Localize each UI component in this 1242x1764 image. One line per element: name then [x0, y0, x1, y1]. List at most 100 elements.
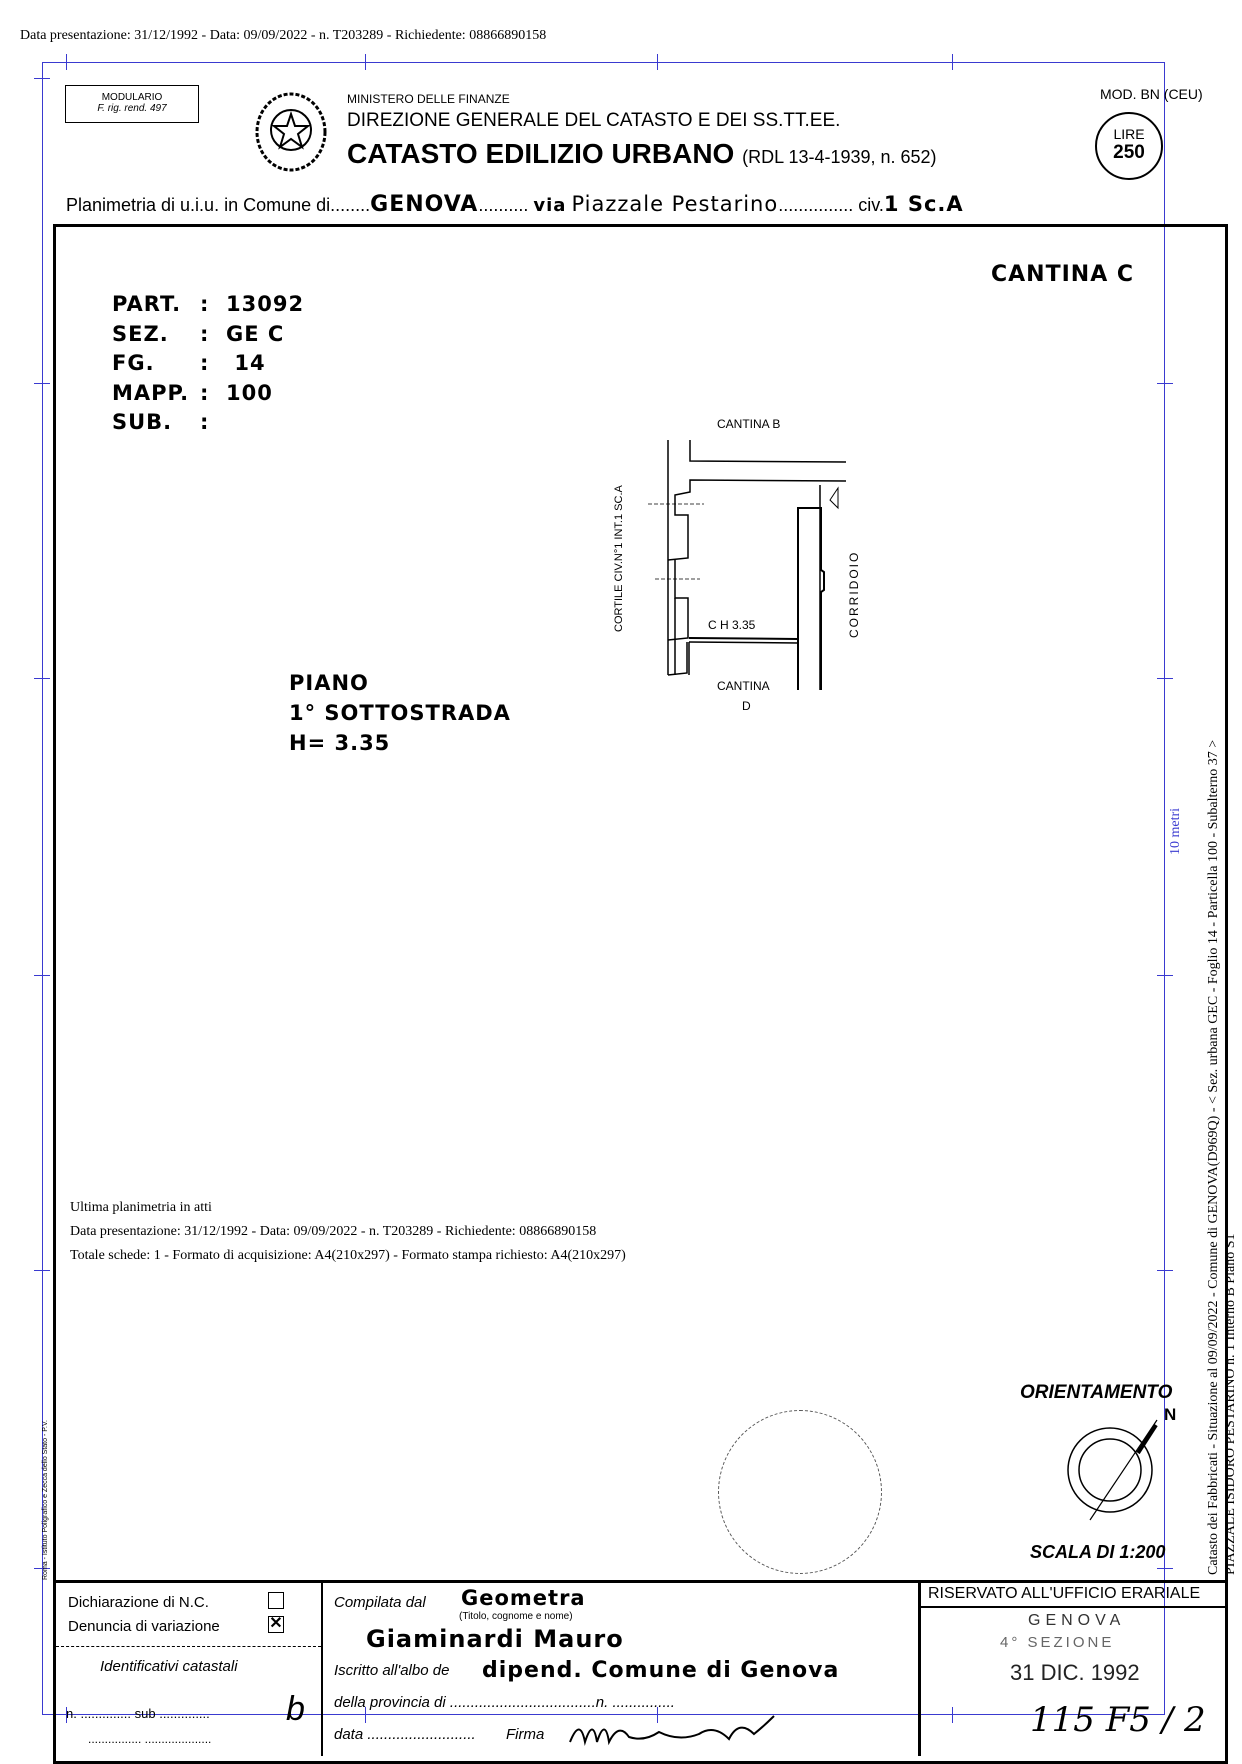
modulario-label: MODULARIO [101, 92, 163, 103]
data-field[interactable]: data .......................... [334, 1726, 476, 1743]
compilata-label: Compilata dal [334, 1594, 426, 1611]
firma-label: Firma [506, 1726, 545, 1743]
id-label: PART. [112, 292, 182, 316]
compass-icon [1067, 1419, 1158, 1521]
direction: DIREZIONE GENERALE DEL CATASTO E DEI SS.… [347, 110, 841, 131]
modulario-box: MODULARIO F. rig. rend. 497 [65, 85, 199, 123]
dots: ................ .................... [88, 1732, 212, 1746]
nc-checkbox[interactable] [268, 1592, 284, 1609]
id-row: SUB.: [112, 408, 304, 438]
frame-tick [34, 678, 50, 679]
floor-plan: CANTINA B CORTILE CIV.N°1 INT.1 SC.A COR… [613, 417, 861, 713]
planimetria-label: Planimetria di u.i.u. in Comune di [66, 195, 331, 215]
form-title: CATASTO EDILIZIO URBANO (RDL 13-4-1939, … [347, 138, 937, 170]
footer-divider [918, 1606, 1228, 1608]
protocol-number: 115 F5 / 2 [1030, 1700, 1206, 1740]
id-label: MAPP. [112, 380, 190, 405]
footer-divider [321, 1582, 323, 1756]
n-sub-field[interactable]: n. .............. sub .............. [66, 1706, 210, 1721]
comune-value: GENOVA [370, 192, 479, 217]
modulario-sub: F. rig. rend. 497 [97, 103, 167, 114]
frame-tick [1157, 975, 1173, 976]
floor-line: PIANO [289, 671, 369, 695]
id-label: FG. [112, 351, 155, 375]
print-frame [42, 62, 1165, 1715]
nome-value: Giaminardi Mauro [366, 1625, 624, 1653]
frame-tick [952, 1707, 953, 1723]
id-value: 100 [226, 380, 273, 405]
id-row: PART.: 13092 [112, 290, 304, 320]
printer-text: Roma - Istituto Poligrafico e Zecca dell… [42, 1420, 49, 1580]
corridoio-label: CORRIDOIO [847, 551, 861, 638]
header-stamp: Data presentazione: 31/12/1992 - Data: 0… [20, 28, 547, 43]
price-stamp: LIRE 250 [1095, 112, 1163, 180]
id-value: 13092 [226, 292, 305, 316]
cantina-d-letter: D [742, 699, 751, 713]
frame-tick [34, 78, 50, 79]
frame-tick [66, 1707, 67, 1723]
id-label: SEZ. [112, 321, 169, 346]
titolo-hint: (Titolo, cognome e nome) [459, 1611, 573, 1622]
footer-divider [56, 1646, 321, 1647]
frame-tick [34, 1568, 50, 1569]
id-value: 14 [234, 351, 266, 375]
id-label: SUB. [112, 410, 173, 434]
id-row: SEZ.: GE C [112, 320, 304, 350]
office-section: 4° SEZIONE [1000, 1634, 1115, 1651]
plan-divider [53, 1580, 1228, 1583]
albo-value: dipend. Comune di Genova [482, 1658, 840, 1683]
sub-value: b [286, 1690, 305, 1728]
titolo-value: Geometra [461, 1586, 586, 1610]
stamp-date: 31 DIC. 1992 [1010, 1660, 1140, 1685]
overlay-totale: Totale schede: 1 - Formato di acquisizio… [70, 1248, 626, 1263]
via-value: Piazzale Pestarino [571, 192, 779, 216]
civ-value: 1 Sc.A [883, 192, 964, 216]
floor-line: 1° SOTTOSTRADA [289, 701, 511, 725]
nc-label: Dichiarazione di N.C. [68, 1594, 209, 1611]
ultima-planimetria: Ultima planimetria in atti [70, 1200, 212, 1215]
frame-tick [1157, 678, 1173, 679]
frame-tick [34, 383, 50, 384]
model-code: MOD. BN (CEU) [1100, 86, 1203, 102]
office-seal [718, 1410, 882, 1574]
ministry: MINISTERO DELLE FINANZE [347, 92, 510, 106]
door-icon [829, 486, 839, 510]
planimetria-line: Planimetria di u.i.u. in Comune di......… [66, 192, 964, 217]
frame-tick [657, 1707, 658, 1723]
civ-label: civ. [858, 195, 884, 215]
frame-tick [1157, 1270, 1173, 1271]
price-value: 250 [1113, 142, 1145, 163]
frame-tick [1157, 383, 1173, 384]
republic-emblem-icon [255, 92, 327, 172]
footer-divider [918, 1582, 921, 1756]
cadastral-ids: PART.: 13092 SEZ.: GE C FG.: 14 MAPP.: 1… [112, 290, 304, 438]
window-axes [648, 503, 704, 580]
office-name: GENOVA [1028, 1612, 1126, 1629]
variazione-label: Denuncia di variazione [68, 1618, 220, 1635]
provincia-field[interactable]: della provincia di .....................… [334, 1694, 675, 1711]
frame-tick [365, 1707, 366, 1723]
cortile-label: CORTILE CIV.N°1 INT.1 SC.A [613, 485, 625, 632]
side-cadastre-text: Catasto dei Fabbricati - Situazione al 0… [1206, 739, 1221, 1575]
floor-line: H= 3.35 [289, 731, 391, 755]
iscritto-label: Iscritto all'albo de [334, 1662, 450, 1679]
scale-label: SCALA DI 1:200 [1030, 1542, 1166, 1562]
form-title-text: CATASTO EDILIZIO URBANO [347, 138, 735, 169]
frame-tick [657, 54, 658, 70]
orientation-label: ORIENTAMENTO [1020, 1382, 1173, 1403]
side-address-text: PIAZZALE ISIDORO PESTARINO n. 1 Interno … [1223, 1233, 1238, 1575]
frame-tick [34, 1270, 50, 1271]
variazione-checkbox[interactable]: ✕ [268, 1615, 284, 1633]
frame-tick [952, 54, 953, 70]
frame-tick [365, 54, 366, 70]
price-label: LIRE [1113, 126, 1145, 142]
overlay-data-line: Data presentazione: 31/12/1992 - Data: 0… [70, 1224, 597, 1239]
north-label: N [1164, 1405, 1177, 1424]
frame-tick [66, 54, 67, 70]
riservato-label: RISERVATO ALL'UFFICIO ERARIALE [928, 1585, 1201, 1602]
cantina-b-label: CANTINA B [717, 417, 780, 431]
frame-tick [34, 975, 50, 976]
room-label: C H 3.35 [708, 618, 756, 632]
id-value: GE C [226, 321, 285, 346]
signature-icon [569, 1715, 775, 1746]
